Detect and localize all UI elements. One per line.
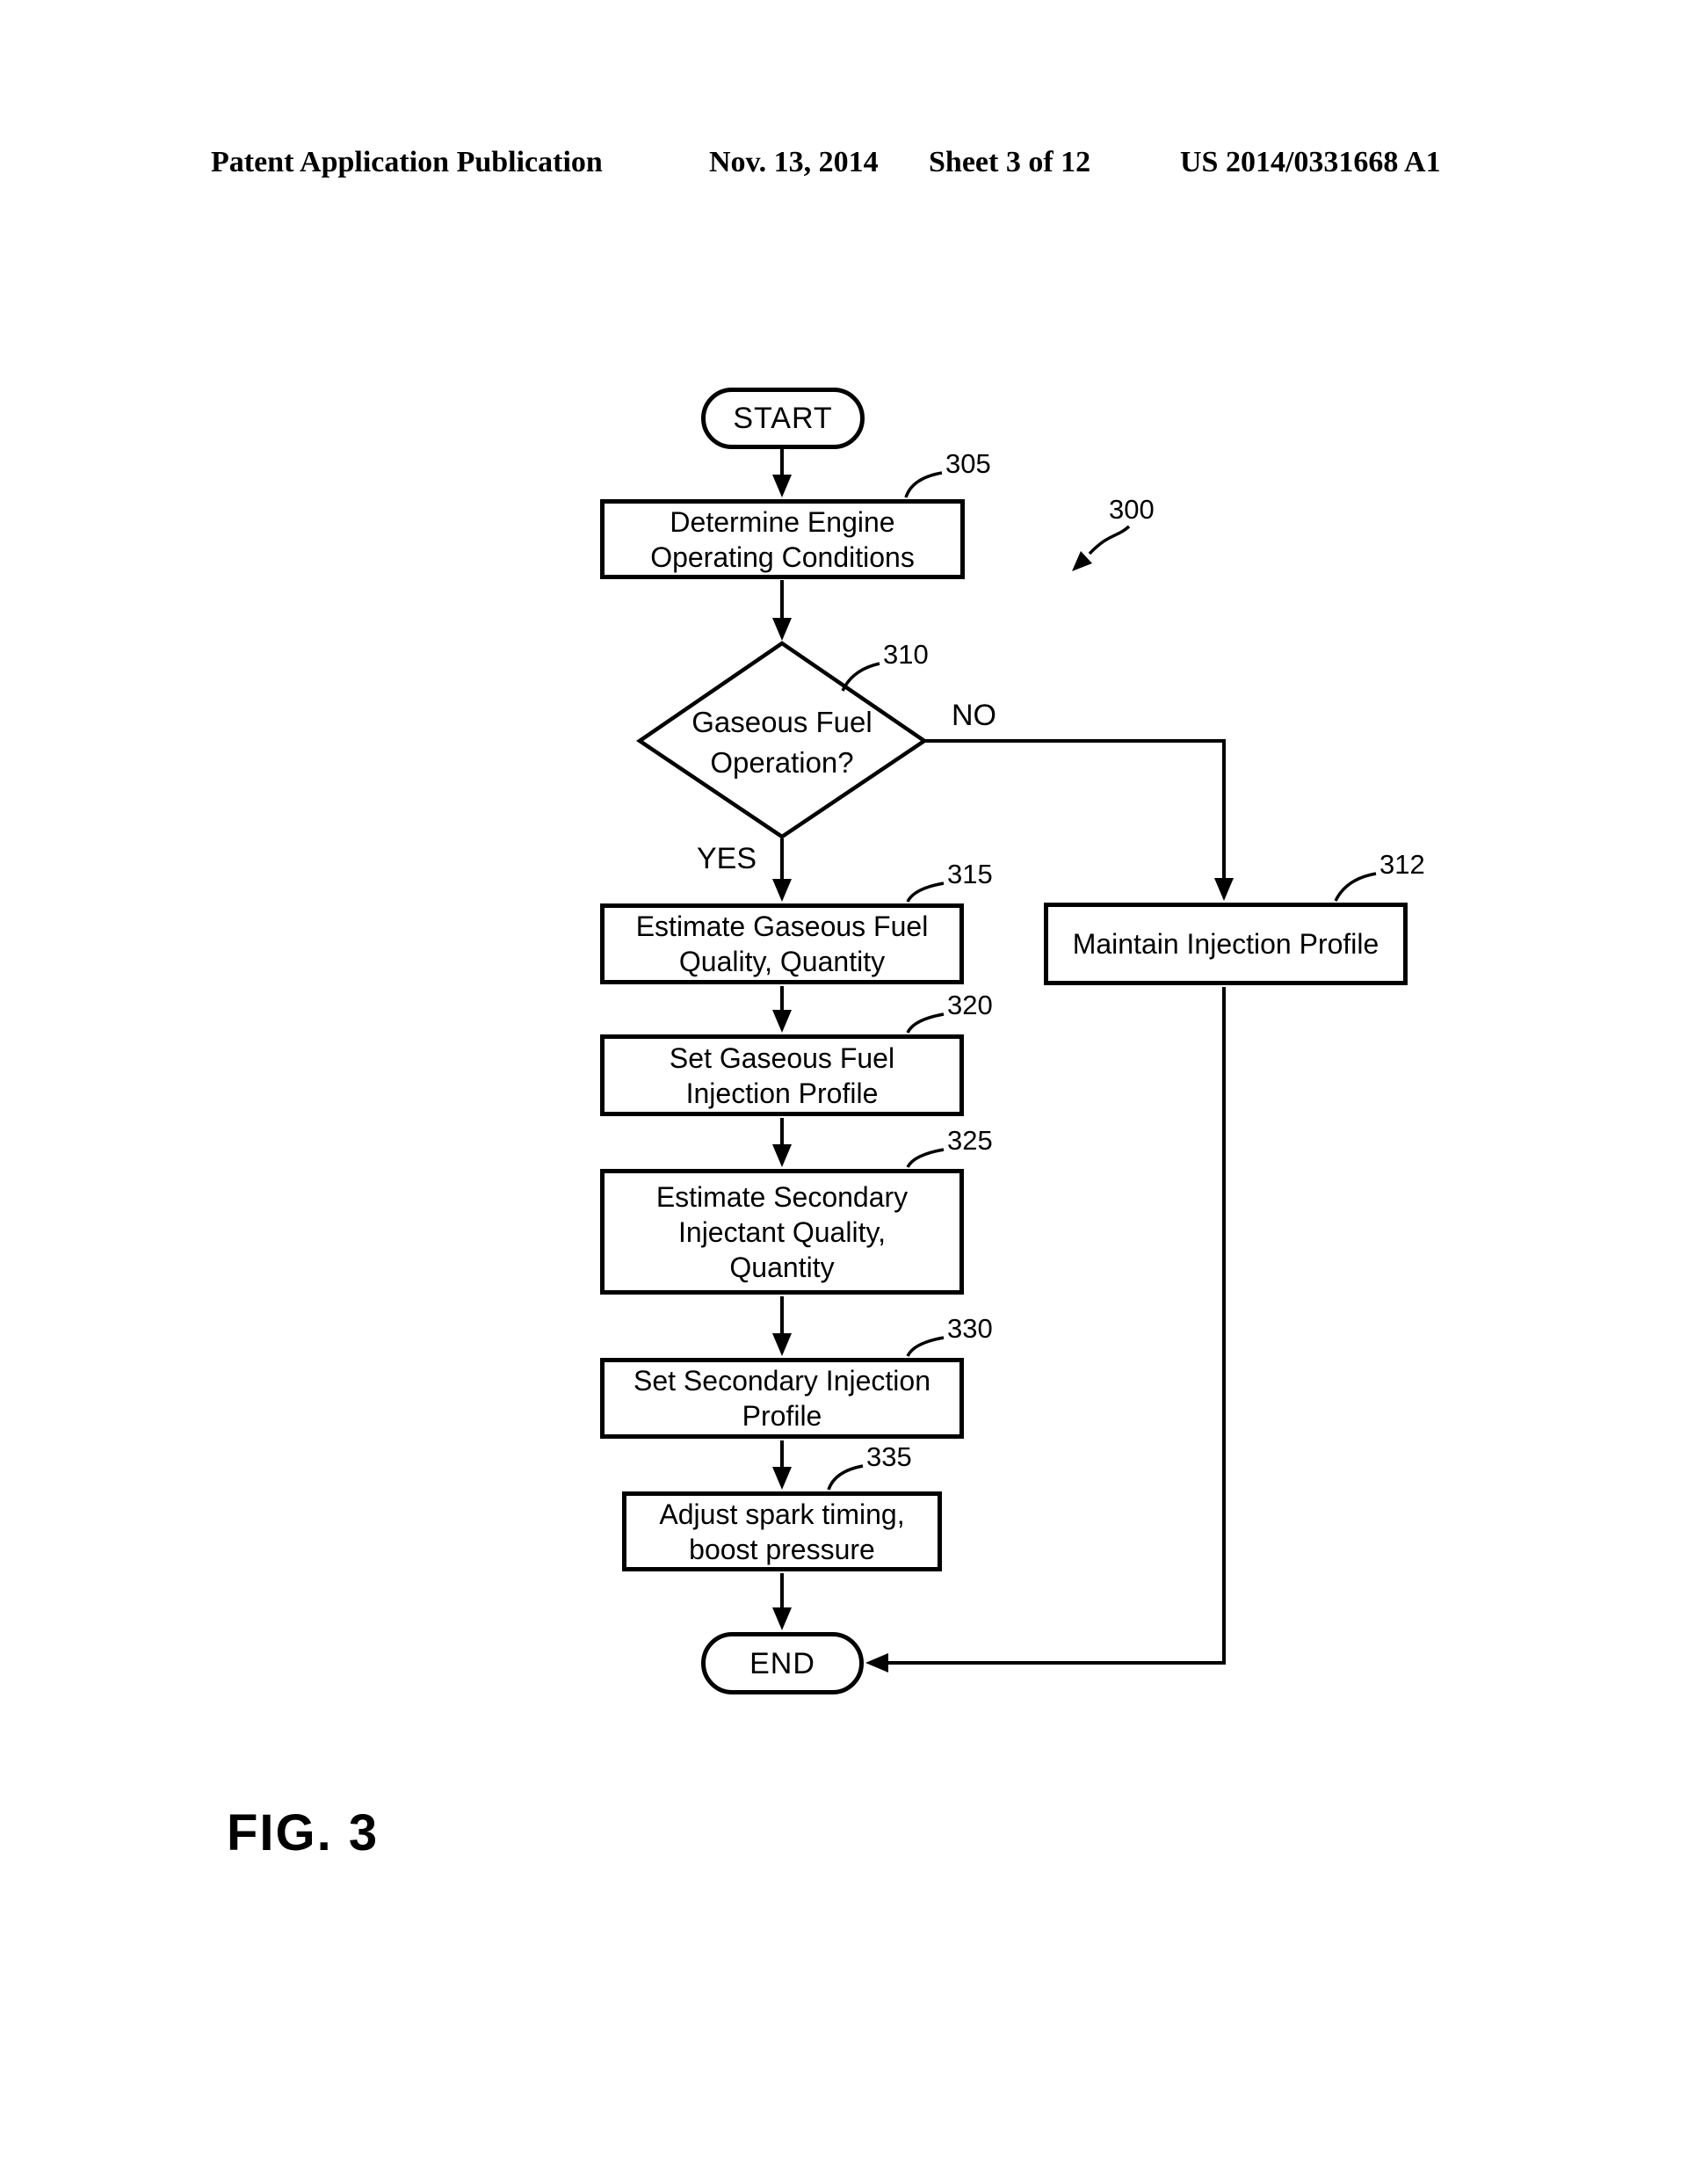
arrowhead-end-right (865, 1653, 888, 1672)
ref-label-330: 330 (947, 1313, 993, 1344)
arrowhead-312 (1214, 878, 1234, 901)
leader-330 (906, 1336, 945, 1357)
ref-label-305: 305 (945, 448, 991, 479)
arrowhead-325 (772, 1144, 792, 1167)
header-patent-number: US 2014/0331668 A1 (1180, 146, 1441, 178)
arrowhead-end-top (772, 1607, 792, 1630)
ref-label-315: 315 (947, 859, 993, 889)
leader-320 (906, 1012, 945, 1034)
header-date: Nov. 13, 2014 (709, 146, 879, 178)
end-node: END (701, 1632, 864, 1694)
leader-310 (841, 662, 880, 692)
no-branch-line (924, 739, 1226, 880)
figure-caption: FIG. 3 (227, 1804, 380, 1861)
arrowhead-335 (772, 1467, 792, 1490)
arrowhead-310 (772, 618, 792, 641)
arrowhead-300 (1072, 551, 1092, 571)
arrowhead-330 (772, 1333, 792, 1356)
decision-diamond-310 (635, 641, 929, 839)
process-box-320: Set Gaseous Fuel Injection Profile (600, 1034, 964, 1116)
header-sheet-number: Sheet 3 of 12 (929, 146, 1091, 178)
leader-305 (904, 471, 943, 498)
process-box-315: Estimate Gaseous Fuel Quality, Quantity (600, 903, 964, 984)
ref-leader-lines (827, 471, 1377, 1491)
leader-315 (906, 882, 945, 903)
start-node: START (701, 388, 865, 449)
leader-325 (906, 1148, 945, 1168)
process-box-312: Maintain Injection Profile (1044, 903, 1408, 985)
arrowhead-320 (772, 1010, 792, 1033)
process-box-305: Determine Engine Operating Conditions (600, 499, 965, 579)
yes-branch-label: YES (697, 842, 757, 875)
312-to-end-line (887, 987, 1226, 1665)
ref-label-335: 335 (866, 1441, 912, 1472)
process-box-330: Set Secondary Injection Profile (600, 1358, 964, 1439)
ref-label-300: 300 (1109, 494, 1155, 525)
ref-label-325: 325 (947, 1125, 993, 1156)
flow-arrows (772, 447, 1234, 1672)
arrowhead-315 (772, 879, 792, 902)
leader-335 (827, 1464, 864, 1491)
process-box-325: Estimate Secondary Injectant Quality, Qu… (600, 1169, 964, 1295)
header-publication-label: Patent Application Publication (211, 146, 603, 178)
ref-label-310: 310 (883, 639, 929, 670)
leader-300 (1088, 525, 1131, 555)
process-box-335: Adjust spark timing, boost pressure (622, 1491, 942, 1571)
arrowhead-305 (772, 475, 792, 497)
no-branch-label: NO (952, 699, 996, 732)
decision-text-310: Gaseous Fuel Operation? (691, 706, 872, 779)
leader-312 (1334, 872, 1377, 902)
ref-label-312: 312 (1379, 849, 1425, 880)
ref-label-320: 320 (947, 990, 993, 1020)
